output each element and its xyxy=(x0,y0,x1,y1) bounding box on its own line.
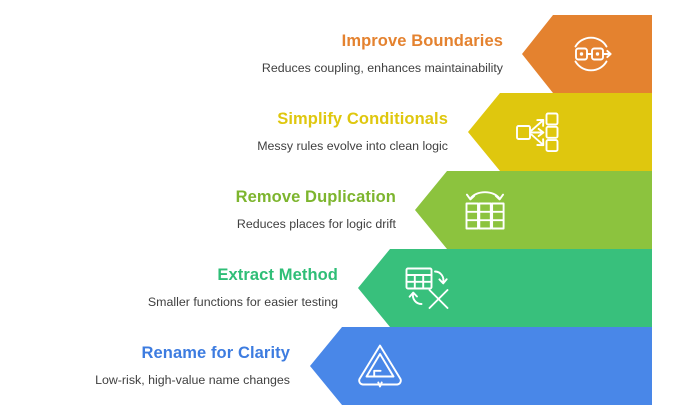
row-title-rename-for-clarity: Rename for Clarity xyxy=(141,344,290,363)
row-subtitle-extract-method: Smaller functions for easier testing xyxy=(147,294,338,309)
row-title-simplify-conditionals: Simplify Conditionals xyxy=(277,110,448,129)
arrow-shape-remove-duplication xyxy=(415,171,652,249)
branching-logic-icon xyxy=(510,104,566,160)
row-title-remove-duplication: Remove Duplication xyxy=(235,188,396,207)
module-boundary-refresh-icon xyxy=(563,26,619,82)
arrow-band-rename-for-clarity xyxy=(310,327,652,405)
row-title-improve-boundaries: Improve Boundaries xyxy=(341,32,503,51)
row-title-extract-method: Extract Method xyxy=(217,266,338,285)
arrow-band-improve-boundaries xyxy=(522,15,652,93)
duplicate-columns-icon xyxy=(457,182,513,238)
arrow-band-remove-duplication xyxy=(415,171,652,249)
arrow-shape-simplify-conditionals xyxy=(468,93,652,171)
row-subtitle-remove-duplication: Reduces places for logic drift xyxy=(236,216,396,231)
row-subtitle-improve-boundaries: Reduces coupling, enhances maintainabili… xyxy=(261,60,503,75)
arrow-band-simplify-conditionals xyxy=(468,93,652,171)
row-subtitle-rename-for-clarity: Low-risk, high-value name changes xyxy=(95,372,290,387)
row-subtitle-simplify-conditionals: Messy rules evolve into clean logic xyxy=(257,138,448,153)
arrow-band-extract-method xyxy=(358,249,652,327)
table-extract-swap-icon xyxy=(400,260,456,316)
arrow-shape-rename-for-clarity xyxy=(310,327,652,405)
triangle-tag-rename-icon xyxy=(352,338,408,394)
